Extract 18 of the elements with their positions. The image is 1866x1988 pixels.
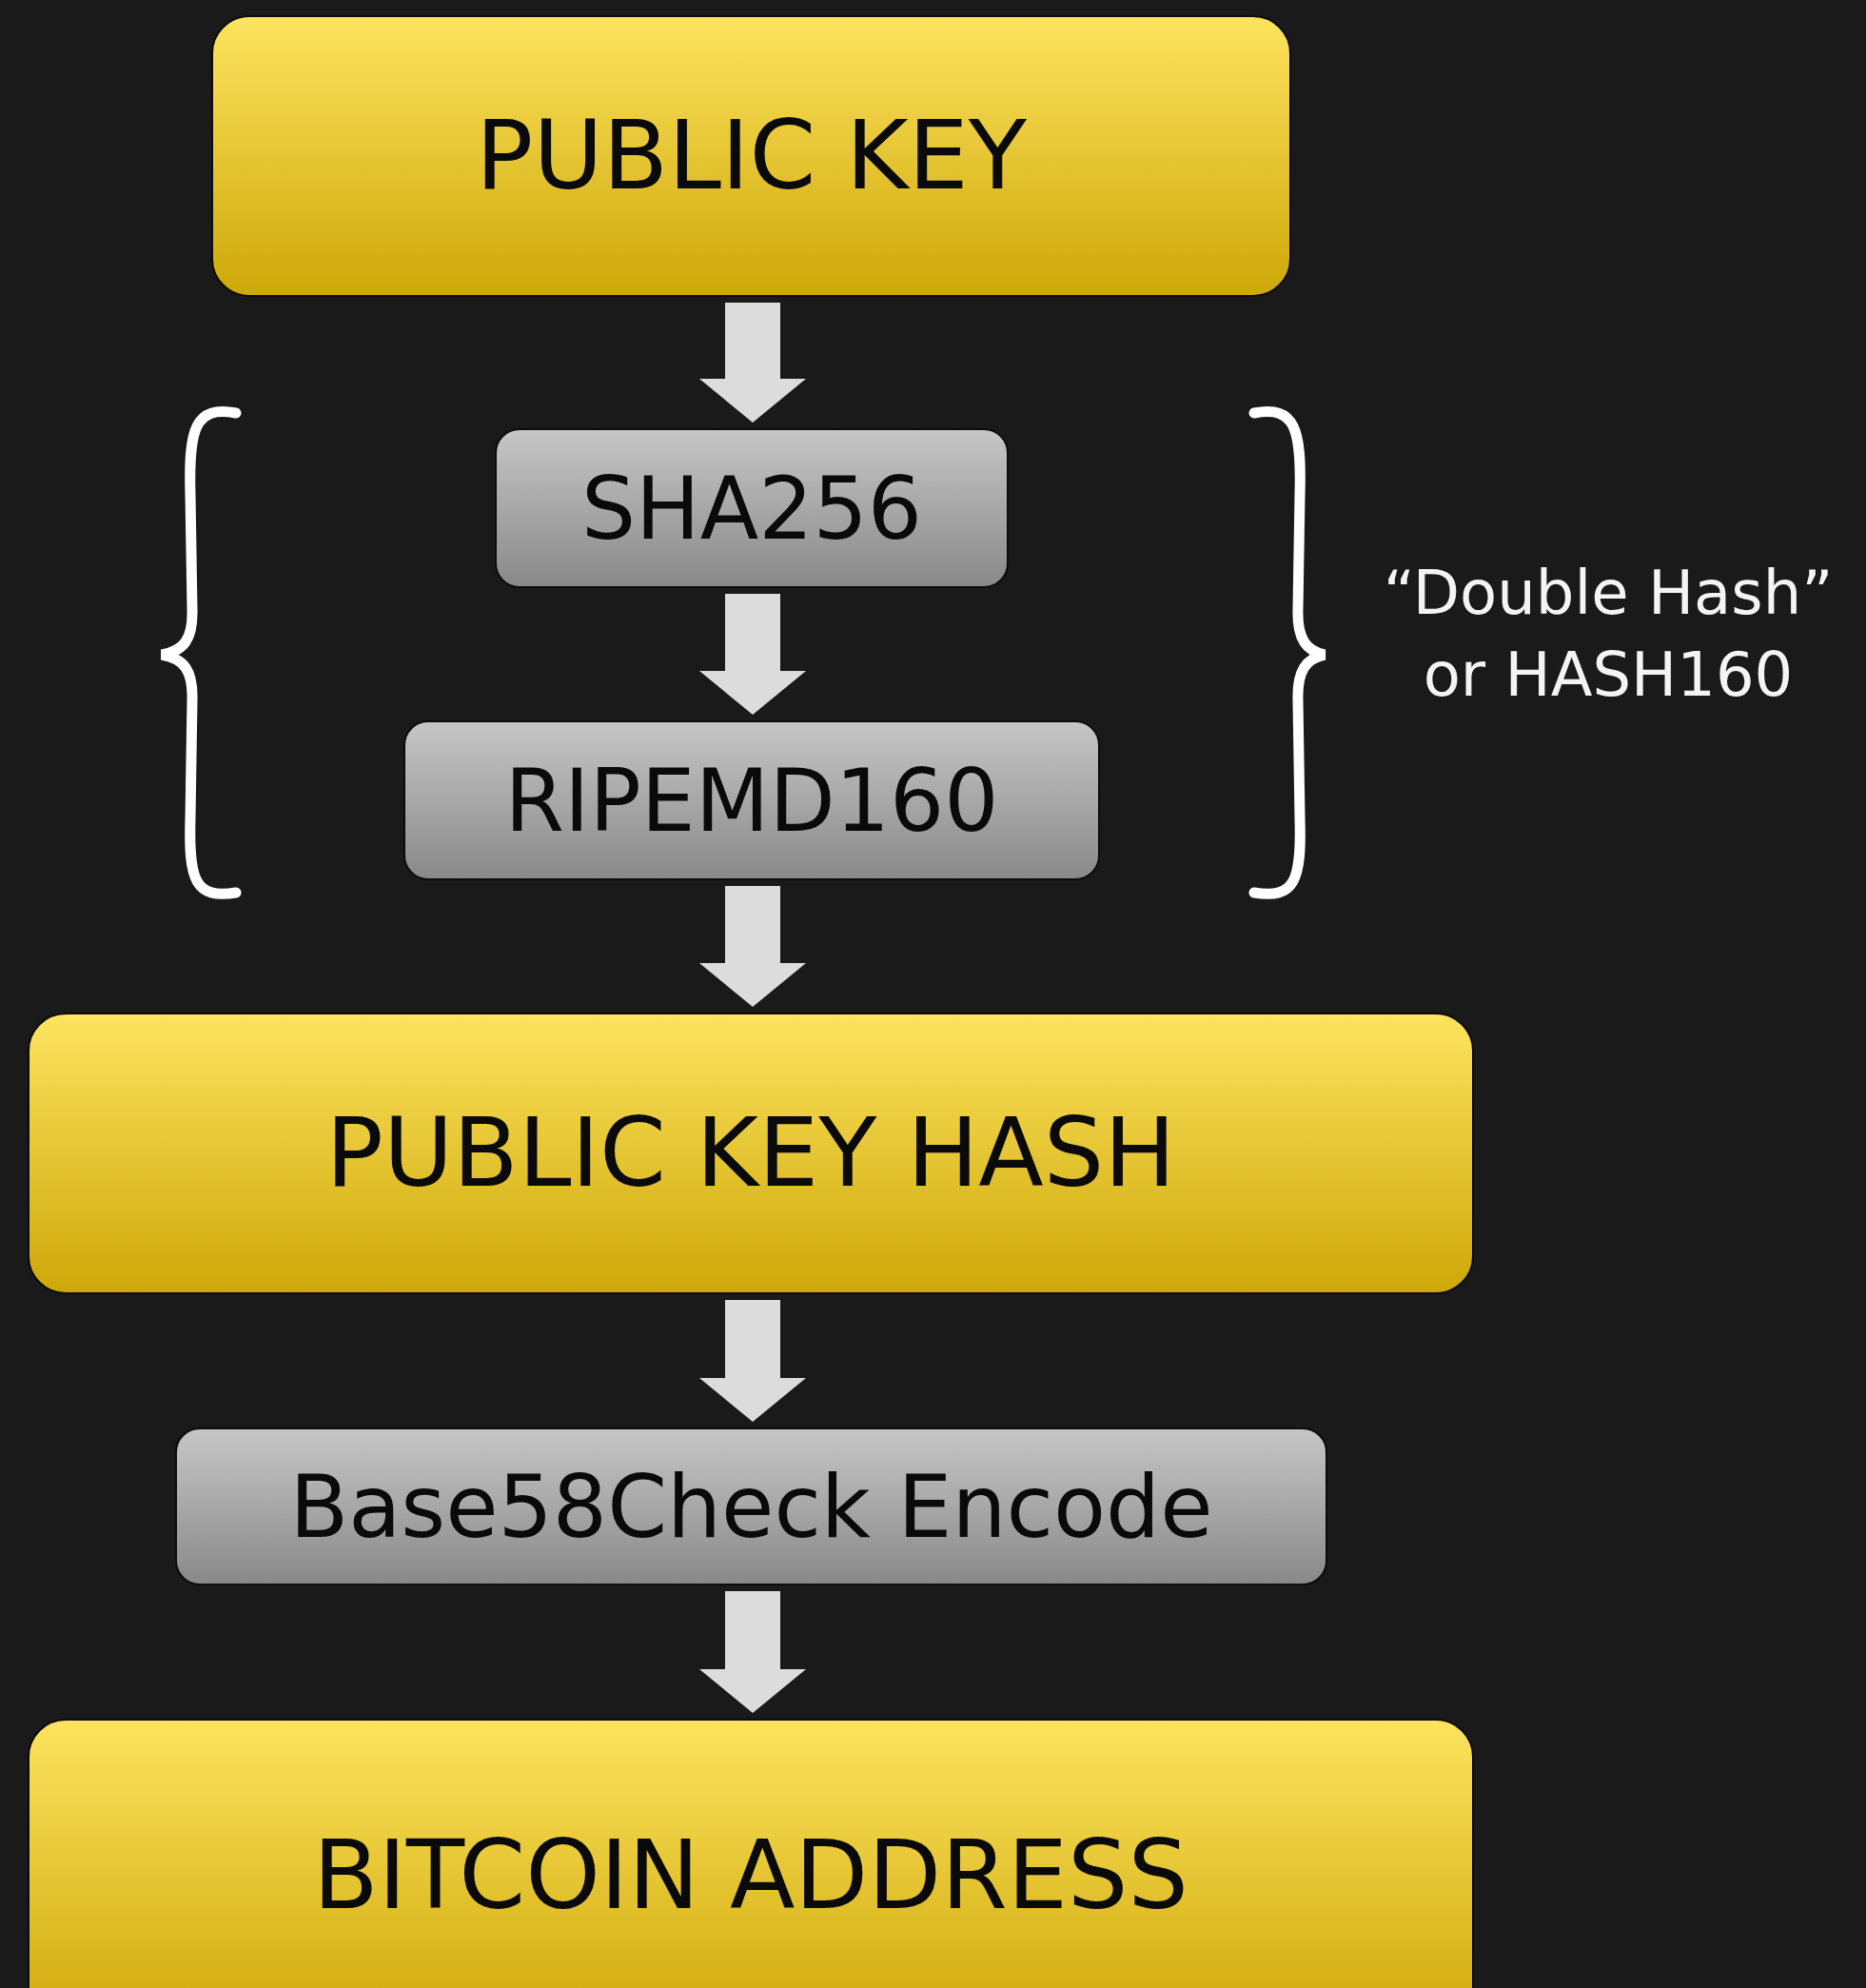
box-label: PUBLIC KEY: [476, 104, 1027, 208]
box-label: PUBLIC KEY HASH: [325, 1101, 1176, 1206]
block-arrow: [699, 1300, 806, 1422]
process-box: [28, 1719, 1474, 1988]
block-arrow: [699, 303, 806, 423]
process-box: [495, 428, 1009, 588]
box-label: SHA256: [580, 461, 923, 556]
brace-annotation: “Double Hash” or HASH160: [1382, 557, 1835, 713]
block-arrow: [699, 1591, 806, 1713]
block-arrow: [699, 594, 806, 715]
process-box: [175, 1427, 1327, 1585]
block-arrow: [699, 886, 806, 1007]
process-box: [211, 15, 1291, 297]
box-label: RIPEMD160: [504, 753, 999, 848]
box-label: Base58Check Encode: [289, 1459, 1213, 1554]
process-box: [28, 1013, 1474, 1294]
process-box: [403, 720, 1100, 880]
box-label: BITCOIN ADDRESS: [313, 1823, 1188, 1928]
